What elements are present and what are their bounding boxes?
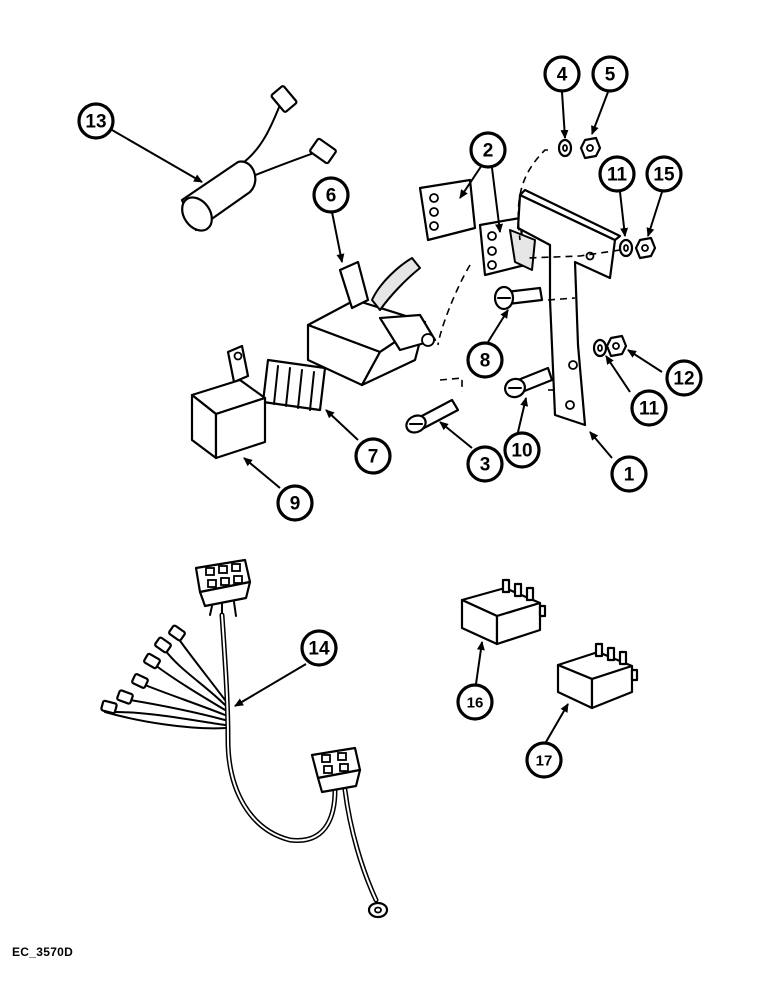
callout-11-lower: 11 [630, 389, 668, 427]
callout-5-label: 5 [605, 65, 616, 86]
screw-10-part [504, 366, 554, 399]
leader-5 [591, 91, 609, 135]
leader-1 [589, 431, 613, 459]
callout-2: 2 [469, 131, 507, 169]
screw-8-part [493, 285, 544, 311]
callout-3-label: 3 [480, 455, 491, 476]
callout-17-label: 17 [536, 753, 553, 770]
callout-12-label: 12 [673, 369, 694, 390]
drawing-code: EC_3570D [12, 945, 74, 959]
capacitor-part [180, 85, 337, 232]
nut-15-part [634, 236, 657, 260]
leader-17 [545, 703, 569, 743]
callout-3: 3 [466, 445, 504, 483]
leader-14 [234, 663, 307, 707]
callout-9: 9 [276, 484, 314, 522]
callout-14-label: 14 [308, 639, 330, 660]
callout-1-label: 1 [624, 465, 635, 486]
callout-7: 7 [354, 437, 392, 475]
leader-13 [111, 129, 203, 183]
leader-4 [560, 91, 569, 139]
callout-11-lower-label: 11 [639, 399, 660, 420]
callout-8-label: 8 [480, 351, 491, 372]
switch-part [306, 257, 437, 387]
callout-17: 17 [525, 741, 563, 779]
callout-5: 5 [591, 55, 629, 93]
callout-16: 16 [456, 683, 494, 721]
leader-7 [325, 409, 359, 441]
callout-1: 1 [610, 455, 648, 493]
relay-16-part [460, 578, 547, 646]
connector-block-part [261, 358, 327, 412]
washer-11-upper-part [618, 238, 634, 258]
callout-11-upper-label: 11 [607, 165, 628, 186]
leader-8 [487, 309, 509, 343]
callout-2-label: 2 [483, 141, 494, 162]
callout-12: 12 [665, 359, 703, 397]
callout-10: 10 [503, 431, 541, 469]
callout-6-label: 6 [326, 186, 337, 207]
leader-3 [439, 421, 473, 449]
callout-14: 14 [300, 629, 338, 667]
callout-13-label: 13 [85, 112, 106, 133]
callout-4-label: 4 [557, 65, 568, 86]
leader-16 [475, 641, 485, 685]
callout-11-upper: 11 [598, 155, 636, 193]
relay-17-part [556, 642, 639, 710]
callout-8: 8 [466, 341, 504, 379]
callout-10-label: 10 [511, 441, 532, 462]
callout-16-label: 16 [467, 695, 484, 712]
callout-6: 6 [312, 176, 350, 214]
callout-13: 13 [77, 102, 115, 140]
leader-2b [491, 167, 503, 233]
wiring-harness-part [100, 558, 389, 919]
washer-11-lower-part [592, 338, 608, 358]
callout-9-label: 9 [290, 494, 301, 515]
leader-12 [627, 349, 663, 373]
flasher-relay-part [190, 344, 267, 460]
leader-6 [331, 211, 345, 263]
callout-7-label: 7 [368, 447, 379, 468]
leader-9 [243, 457, 281, 489]
leader-11a [619, 191, 629, 237]
screw-3-part [405, 398, 460, 434]
leader-11b [605, 355, 631, 393]
callout-15: 15 [645, 155, 683, 193]
callout-4: 4 [543, 55, 581, 93]
callout-15-label: 15 [653, 165, 675, 186]
washer-4-part [557, 138, 573, 158]
nut-5-part [579, 136, 602, 160]
bracket-part [516, 188, 622, 427]
leader-15 [646, 191, 663, 237]
leader-2a [459, 164, 483, 199]
leader-10 [517, 397, 529, 433]
nut-12-part [605, 334, 628, 358]
